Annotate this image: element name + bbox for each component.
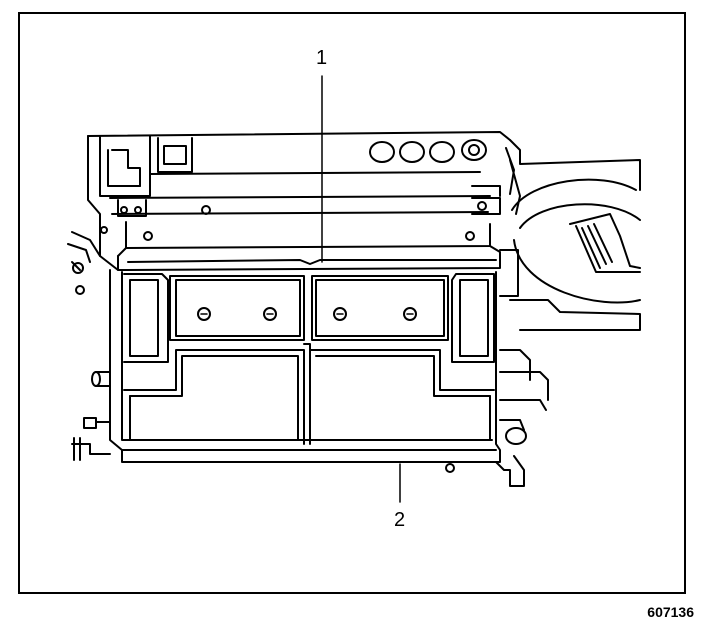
left-bracket xyxy=(67,226,108,295)
upper-housing xyxy=(87,131,511,271)
illustration-frame xyxy=(18,12,686,594)
blower-housing xyxy=(499,139,641,331)
callout-1-label: 1 xyxy=(316,47,328,69)
side-fittings xyxy=(71,349,549,487)
figure-number: 607136 xyxy=(647,604,694,620)
callout-leaders xyxy=(321,75,401,503)
callout-2-label: 2 xyxy=(394,509,406,531)
round-vents xyxy=(369,139,487,163)
filter-cover-rail xyxy=(117,245,501,271)
filter-module-body xyxy=(109,269,501,463)
